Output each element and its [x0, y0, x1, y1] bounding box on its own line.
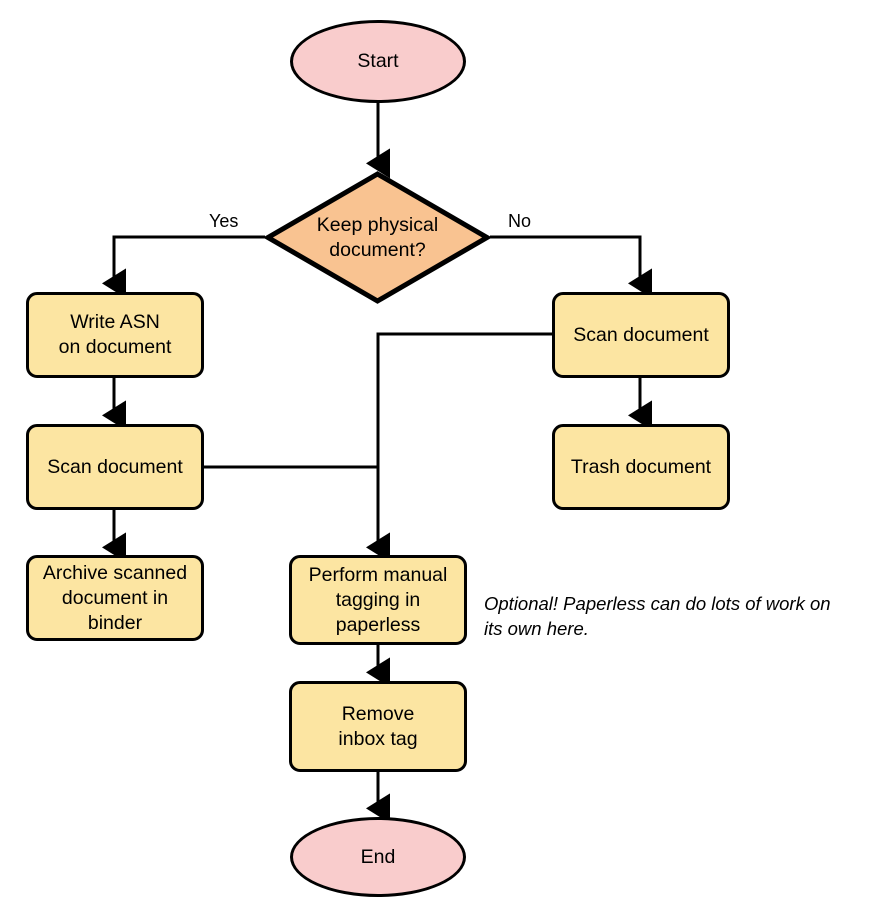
- node-tagging-label-line2: tagging in: [335, 588, 421, 611]
- node-decision-label: Keep physical document?: [265, 171, 490, 304]
- node-perform-manual-tagging[interactable]: Perform manual tagging in paperless: [289, 555, 467, 645]
- node-remove-tag-label-line1: Remove: [341, 702, 415, 725]
- node-write-asn-on-document[interactable]: Write ASN on document: [26, 292, 204, 378]
- node-trash-document[interactable]: Trash document: [552, 424, 730, 510]
- node-scan-document-right-label: Scan document: [573, 323, 709, 346]
- node-tagging-label-line1: Perform manual: [308, 563, 448, 586]
- edge-label-yes: Yes: [209, 211, 239, 231]
- node-write-asn-label-line2: on document: [58, 336, 172, 358]
- node-scan-document-left[interactable]: Scan document: [26, 424, 204, 510]
- node-archive-label-line1: Archive scanned: [42, 561, 188, 584]
- edge-scan-right-to-tagging: [366, 332, 552, 563]
- decision-diamond-shape: [263, 171, 492, 304]
- node-trash-document-label: Trash document: [570, 455, 712, 478]
- node-archive-label-line3: binder: [87, 611, 143, 634]
- node-scan-document-right[interactable]: Scan document: [552, 292, 730, 378]
- node-start[interactable]: Start: [290, 20, 466, 103]
- node-archive-label-line2: document in: [61, 586, 169, 609]
- edge-decision-no-to-scan-right: [490, 235, 652, 299]
- node-decision-keep-physical-document[interactable]: Keep physical document?: [263, 171, 492, 304]
- node-end-label: End: [360, 845, 396, 868]
- node-tagging-label-line3: paperless: [335, 613, 421, 636]
- node-write-asn-label-line1: Write ASN: [70, 311, 160, 333]
- annotation-line2: its own here.: [484, 618, 589, 639]
- annotation-line1: Optional! Paperless can do lots of work …: [484, 593, 831, 614]
- node-archive-scanned-document[interactable]: Archive scanned document in binder: [26, 555, 204, 641]
- node-end[interactable]: End: [290, 817, 466, 897]
- node-start-label: Start: [357, 50, 399, 72]
- node-remove-inbox-tag[interactable]: Remove inbox tag: [289, 681, 467, 772]
- annotation-optional-note: Optional! Paperless can do lots of work …: [484, 591, 884, 641]
- node-decision-label-line2: document?: [329, 238, 426, 261]
- node-scan-document-left-label: Scan document: [47, 455, 183, 478]
- edge-decision-yes-to-write-asn: [102, 235, 265, 299]
- node-decision-label-line1: Keep physical: [316, 213, 439, 236]
- edge-label-no: No: [508, 211, 532, 231]
- node-remove-tag-label-line2: inbox tag: [338, 727, 418, 750]
